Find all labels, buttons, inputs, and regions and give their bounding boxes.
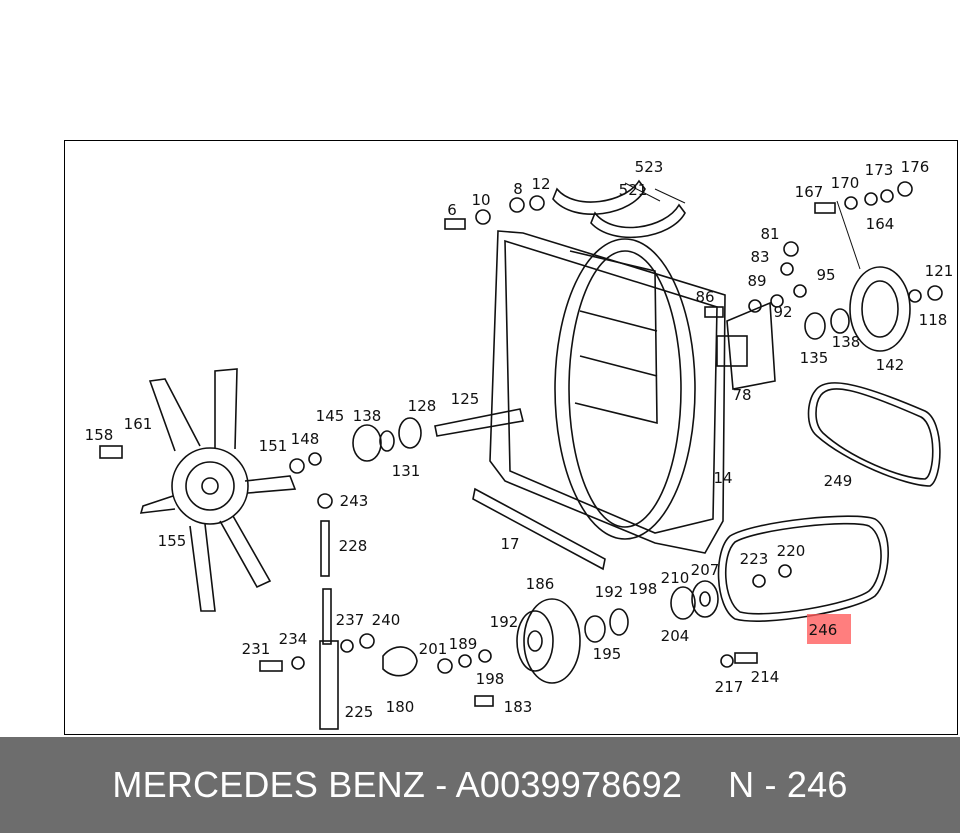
diagram-drawing <box>99 179 943 730</box>
part-label-92[interactable]: 92 <box>773 303 793 321</box>
reference-number-text: N - 246 <box>728 764 848 805</box>
shroud-clamp-523 <box>552 179 646 215</box>
part-label-161[interactable]: 161 <box>123 415 153 433</box>
part-label-17[interactable]: 17 <box>500 535 520 553</box>
part-label-89[interactable]: 89 <box>747 272 767 290</box>
part-label-523[interactable]: 523 <box>634 158 664 176</box>
part-number-text: MERCEDES BENZ - A0039978692 <box>112 764 683 805</box>
part-label-14[interactable]: 14 <box>713 469 733 487</box>
part-label-231[interactable]: 231 <box>241 640 271 658</box>
part-label-249[interactable]: 249 <box>823 472 853 490</box>
part-label-186[interactable]: 186 <box>525 575 555 593</box>
part-label-128[interactable]: 128 <box>407 397 437 415</box>
part-label-155[interactable]: 155 <box>157 532 187 550</box>
part-label-207[interactable]: 207 <box>690 561 720 579</box>
part-label-118[interactable]: 118 <box>918 311 948 329</box>
part-label-83[interactable]: 83 <box>750 248 770 266</box>
threaded-rod-228 <box>320 520 330 577</box>
part-label-151[interactable]: 151 <box>258 437 288 455</box>
part-label-6[interactable]: 6 <box>447 201 457 219</box>
part-label-189[interactable]: 189 <box>448 635 478 653</box>
part-label-195[interactable]: 195 <box>592 645 622 663</box>
bracket-180 <box>382 646 418 677</box>
part-label-521[interactable]: 521 <box>618 181 648 199</box>
part-label-234[interactable]: 234 <box>278 630 308 648</box>
part-label-95[interactable]: 95 <box>816 266 836 284</box>
part-label-192[interactable]: 192 <box>489 613 519 631</box>
part-label-243[interactable]: 243 <box>339 492 369 510</box>
fan-blade-assembly <box>139 368 297 612</box>
part-label-198[interactable]: 198 <box>628 580 658 598</box>
seal-strip-17 <box>472 487 606 571</box>
part-label-237[interactable]: 237 <box>335 611 365 629</box>
part-label-145[interactable]: 145 <box>315 407 345 425</box>
part-label-125[interactable]: 125 <box>450 390 480 408</box>
part-label-192[interactable]: 192 <box>594 583 624 601</box>
part-label-148[interactable]: 148 <box>290 430 320 448</box>
part-label-86[interactable]: 86 <box>695 288 715 306</box>
part-label-164[interactable]: 164 <box>865 215 895 233</box>
part-label-173[interactable]: 173 <box>864 161 894 179</box>
part-label-198[interactable]: 198 <box>475 670 505 688</box>
bearing-housing-78 <box>726 301 776 390</box>
part-label-228[interactable]: 228 <box>338 537 368 555</box>
part-label-158[interactable]: 158 <box>84 426 114 444</box>
pulley-186 <box>523 598 581 684</box>
part-label-170[interactable]: 170 <box>830 174 860 192</box>
v-belt-249 <box>807 382 941 487</box>
part-label-201[interactable]: 201 <box>418 640 448 658</box>
part-label-204[interactable]: 204 <box>660 627 690 645</box>
part-label-180[interactable]: 180 <box>385 698 415 716</box>
footer-bar: MERCEDES BENZ - A0039978692 N - 246 <box>0 737 960 833</box>
part-label-176[interactable]: 176 <box>900 158 930 176</box>
part-label-240[interactable]: 240 <box>371 611 401 629</box>
drive-shaft <box>434 408 524 437</box>
part-label-135[interactable]: 135 <box>799 349 829 367</box>
part-label-217[interactable]: 217 <box>714 678 744 696</box>
part-label-78[interactable]: 78 <box>732 386 752 404</box>
v-belt-246 <box>717 515 889 622</box>
part-label-10[interactable]: 10 <box>471 191 491 209</box>
part-label-81[interactable]: 81 <box>760 225 780 243</box>
part-label-223[interactable]: 223 <box>739 550 769 568</box>
part-label-12[interactable]: 12 <box>531 175 551 193</box>
part-label-183[interactable]: 183 <box>503 698 533 716</box>
pulley-142 <box>849 266 911 352</box>
part-label-8[interactable]: 8 <box>513 180 523 198</box>
part-label-210[interactable]: 210 <box>660 569 690 587</box>
adjuster-rod-225 <box>319 640 339 730</box>
part-label-131[interactable]: 131 <box>391 462 421 480</box>
part-label-121[interactable]: 121 <box>924 262 954 280</box>
part-label-246[interactable]: 246 <box>808 621 838 639</box>
part-label-142[interactable]: 142 <box>875 356 905 374</box>
highlight-box-246 <box>807 614 851 644</box>
shroud-clamp-521 <box>590 203 686 239</box>
part-label-220[interactable]: 220 <box>776 542 806 560</box>
part-label-167[interactable]: 167 <box>794 183 824 201</box>
part-label-138[interactable]: 138 <box>831 333 861 351</box>
part-label-214[interactable]: 214 <box>750 668 780 686</box>
part-label-138[interactable]: 138 <box>352 407 382 425</box>
part-label-225[interactable]: 225 <box>344 703 374 721</box>
fan-shroud <box>489 230 726 554</box>
